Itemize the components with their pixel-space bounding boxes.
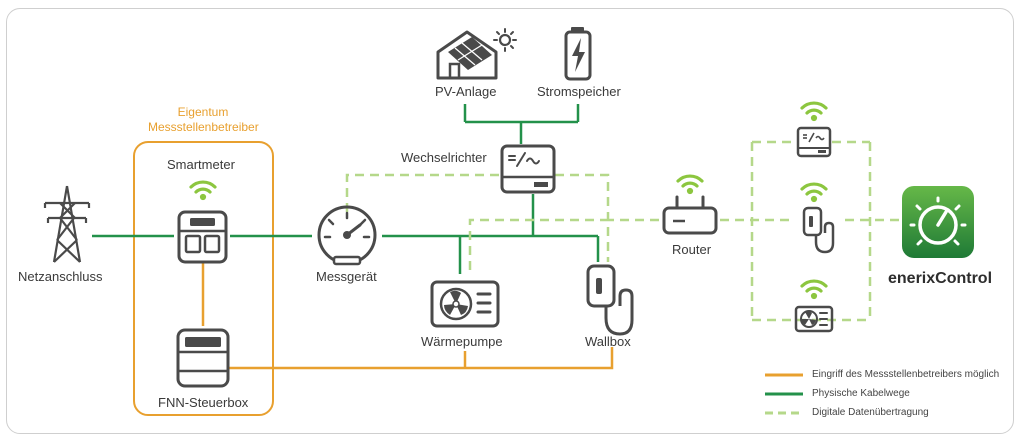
legend-dashed-label: Digitale Datenübertragung	[812, 407, 929, 418]
wallbox-icon	[586, 264, 634, 336]
owner-line2: Messstellenbetreiber	[148, 120, 259, 134]
label-messgeraet: Messgerät	[316, 269, 377, 284]
owner-label: Eigentum Messstellenbetreiber	[148, 105, 259, 135]
router-icon	[662, 174, 718, 235]
label-enerix-control: enerixControl	[888, 270, 993, 287]
label-stromspeicher: Stromspeicher	[537, 84, 621, 99]
label-wallbox: Wallbox	[585, 334, 631, 349]
label-router: Router	[672, 242, 712, 257]
orange-lines	[201, 263, 614, 370]
owner-line1: Eigentum	[177, 105, 229, 119]
solar-house-icon	[436, 28, 517, 80]
label-fnn-steuerbox: FNN-Steuerbox	[158, 395, 249, 410]
label-waermepumpe: Wärmepumpe	[421, 334, 503, 349]
legend-green-label: Physische Kabelwege	[812, 388, 910, 399]
legend-swatches	[765, 373, 803, 415]
wifi-icon	[800, 101, 828, 123]
wallbox-small-icon	[800, 182, 835, 254]
owner-box	[133, 141, 274, 416]
label-netzanschluss: Netzanschluss	[18, 269, 103, 284]
heatpump-icon	[430, 280, 500, 328]
inverter-icon	[500, 144, 556, 194]
diagram-frame	[6, 8, 1014, 434]
legend-orange-label: Eingriff des Messstellenbetreibers mögli…	[812, 369, 1000, 380]
pylon-icon	[43, 185, 91, 263]
label-wechselrichter: Wechselrichter	[401, 150, 487, 165]
wifi-icon	[800, 279, 828, 301]
gauge-icon	[317, 205, 377, 266]
enerix-app-icon	[902, 186, 974, 258]
smartmeter-icon	[177, 180, 228, 264]
label-smartmeter: Smartmeter	[167, 157, 235, 172]
wifi-icon	[676, 174, 704, 196]
heatpump-small-icon	[794, 279, 834, 333]
green-lines	[92, 104, 600, 274]
inverter-small-icon	[796, 101, 832, 158]
wifi-icon	[189, 180, 217, 202]
label-pv-anlage: PV-Anlage	[435, 84, 497, 99]
battery-icon	[564, 27, 592, 81]
wifi-icon	[800, 182, 828, 204]
dashed-lines	[345, 140, 902, 322]
fnn-steuerbox-icon	[176, 328, 230, 388]
